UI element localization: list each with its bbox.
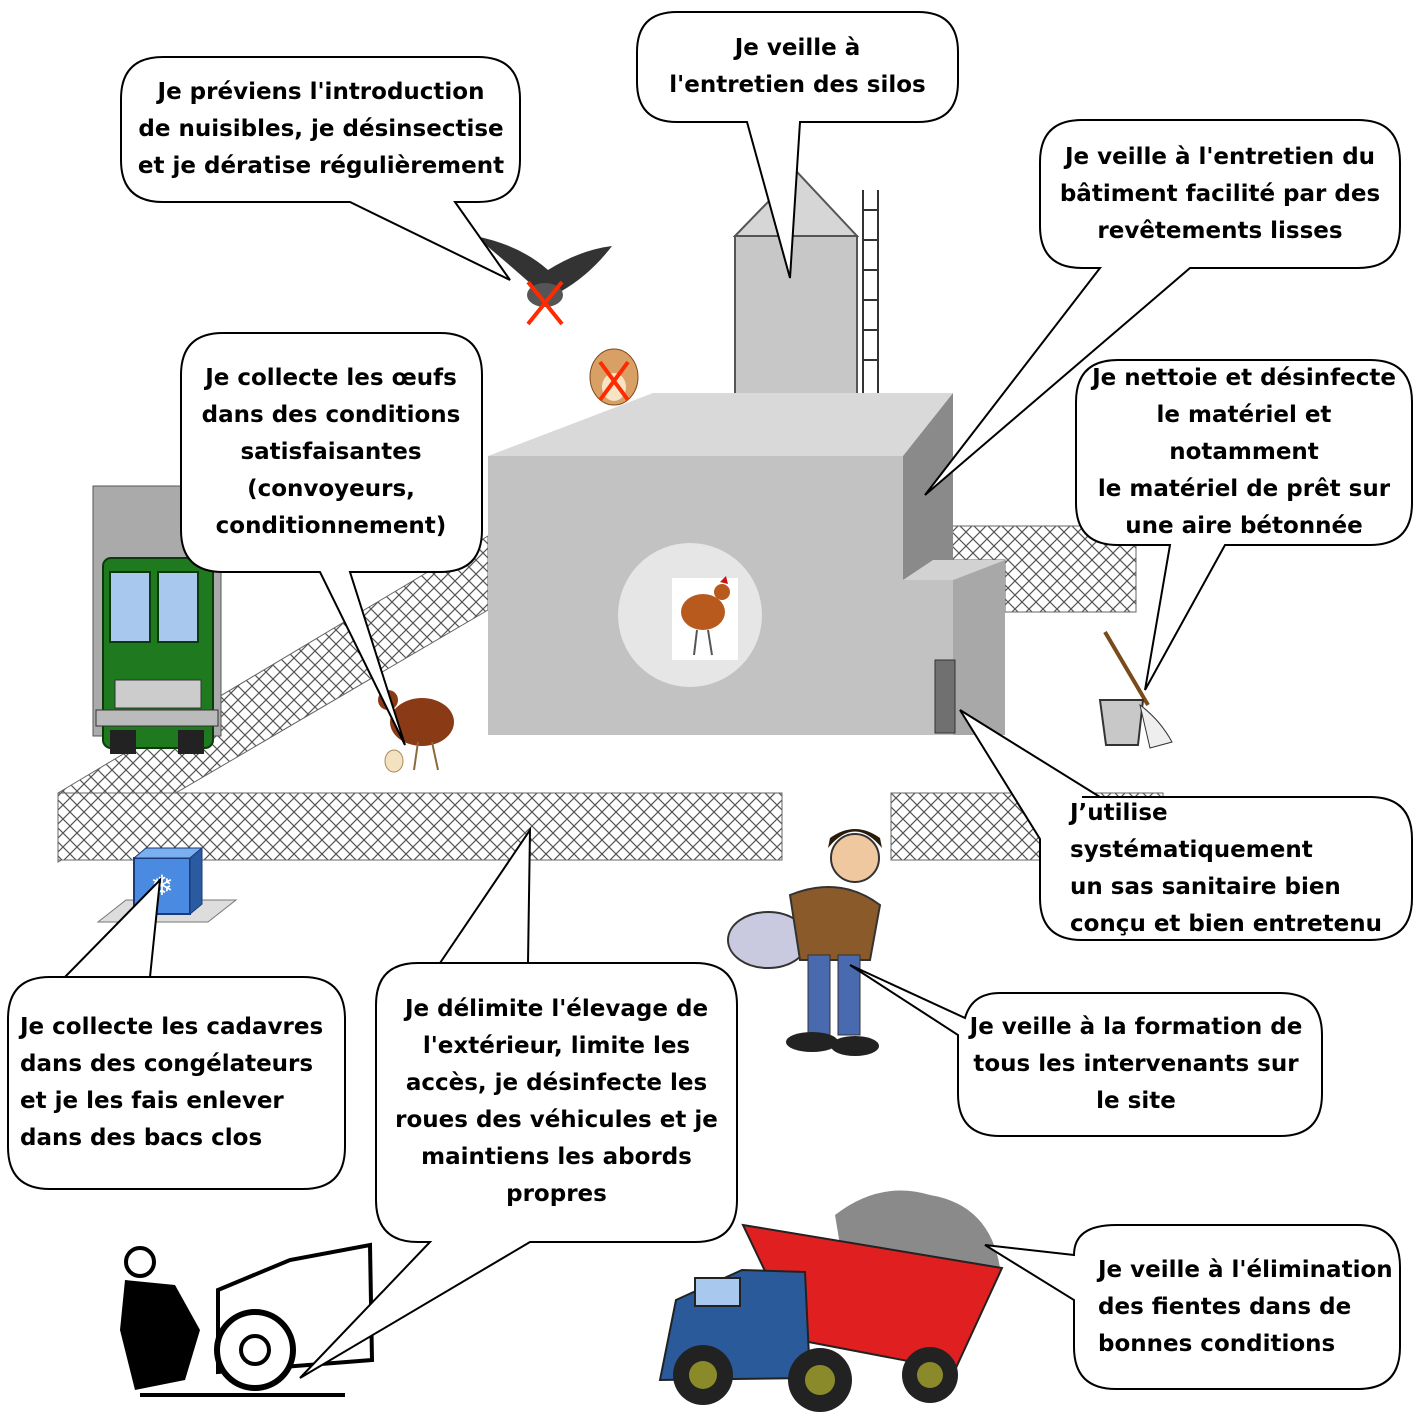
dump-truck	[658, 1190, 1004, 1412]
callout-eggs	[180, 332, 483, 746]
callout-eggs-text: Je collecte les œufs dans des conditions…	[186, 338, 476, 566]
callout-perimeter	[299, 826, 738, 1379]
callout-carcasses	[7, 877, 346, 1190]
callout-cleaning-text: Je nettoie et désinfecte le matériel et …	[1078, 365, 1410, 540]
carcasses-text: Je collecte les cadavres dans des congél…	[20, 1014, 324, 1151]
silos-text: Je veille à l'entretien des silos	[669, 35, 926, 98]
wheel-disinfection	[120, 1242, 375, 1397]
cleaning-text: Je nettoie et désinfecte le matériel et …	[1092, 365, 1396, 539]
building-text: Je veille à l'entretien du bâtiment faci…	[1059, 143, 1381, 244]
eggs-text: Je collecte les œufs dans des conditions…	[201, 364, 461, 539]
pest-rodent	[589, 348, 639, 406]
callout-training	[849, 964, 1323, 1137]
poultry-building	[488, 393, 1005, 735]
callout-silos-text: Je veille à l'entretien des silos	[645, 20, 950, 114]
pests-text: Je préviens l'introduction de nuisibles,…	[137, 79, 505, 179]
droppings-text: Je veille à l'élimination des fientes da…	[1098, 1256, 1393, 1357]
callout-droppings	[984, 1224, 1401, 1390]
callout-building-text: Je veille à l'entretien du bâtiment faci…	[1045, 125, 1395, 263]
callout-silos	[636, 11, 959, 279]
callout-pests	[120, 56, 521, 281]
callout-airlock	[959, 709, 1413, 941]
airlock-text: J’utilise systématiquement un sas sanita…	[1070, 799, 1383, 937]
hen-with-egg	[378, 690, 454, 773]
pest-bird	[475, 236, 612, 326]
callout-droppings-text: Je veille à l'élimination des fientes da…	[1098, 1230, 1398, 1384]
cleaning-equipment	[1098, 630, 1173, 749]
training-text: Je veille à la formation de tous les int…	[969, 1014, 1303, 1114]
callout-perimeter-text: Je délimite l'élevage de l'extérieur, li…	[381, 968, 732, 1236]
farmer-worker	[727, 829, 882, 1056]
callout-training-text: Je veille à la formation de tous les int…	[955, 998, 1317, 1131]
callout-pests-text: Je préviens l'introduction de nuisibles,…	[126, 62, 516, 197]
callout-building	[924, 119, 1401, 496]
silo	[732, 170, 879, 397]
perimeter-text: Je délimite l'élevage de l'extérieur, li…	[395, 996, 718, 1207]
callout-airlock-text: J’utilise systématiquement un sas sanita…	[1070, 800, 1410, 937]
callout-carcasses-text: Je collecte les cadavres dans des congél…	[20, 982, 340, 1184]
callout-cleaning	[1075, 359, 1413, 691]
